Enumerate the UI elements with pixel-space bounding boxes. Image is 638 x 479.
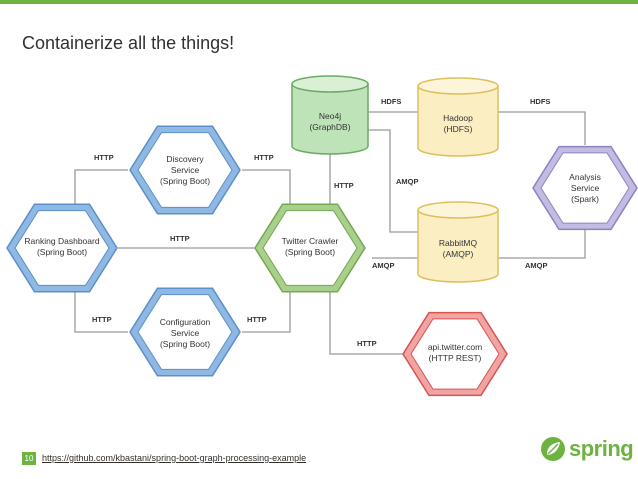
edge-label-crawler-rabbitmq: AMQP (372, 261, 395, 270)
cylinder-top (291, 75, 369, 93)
node-analysis-service: Analysis Service (Spark) (532, 145, 638, 231)
edge-discovery-crawler (242, 169, 291, 208)
cylinder-body (417, 85, 499, 157)
node-rabbitmq: RabbitMQ (AMQP) (417, 201, 499, 283)
node-label-line2: Service (171, 165, 200, 175)
edge-label-hadoop-analysis: HDFS (530, 97, 550, 106)
edge-label-neo4j-hadoop: HDFS (381, 97, 401, 106)
connections (74, 111, 586, 355)
node-twitter-api: api.twitter.com (HTTP REST) (402, 311, 508, 397)
node-label-line3: (Spring Boot) (160, 176, 210, 186)
top-accent-bar (0, 0, 638, 4)
edge-label-crawler-neo4j: HTTP (334, 181, 354, 190)
edge-neo4j-rabbitmq (366, 129, 418, 233)
edge-label-neo4j-rabbitmq: AMQP (396, 177, 419, 186)
node-discovery-service: Discovery Service (Spring Boot) (129, 125, 241, 215)
source-link[interactable]: https://github.com/kbastani/spring-boot-… (42, 453, 307, 463)
slide-footer: 10 https://github.com/kbastani/spring-bo… (22, 451, 306, 465)
node-label-line1: Discovery (166, 154, 204, 164)
page-number: 10 (22, 451, 36, 465)
logo-text: spring (569, 436, 634, 461)
node-label-line1: Ranking Dashboard (24, 236, 99, 246)
node-label-line2: (HDFS) (444, 124, 473, 134)
hex-inner (540, 152, 630, 224)
edge-crawler-twitter (329, 288, 410, 355)
node-twitter-crawler: Twitter Crawler (Spring Boot) (254, 203, 366, 293)
node-label-line1: Hadoop (443, 113, 473, 123)
data-stores: Neo4j (GraphDB) Hadoop (HDFS) RabbitMQ (… (291, 75, 499, 283)
node-label-line1: Configuration (160, 317, 211, 327)
node-configuration-service: Configuration Service (Spring Boot) (129, 287, 241, 377)
edge-configuration-crawler (242, 288, 291, 333)
cylinder-body (417, 209, 499, 283)
cylinder-top (417, 201, 499, 219)
node-label-line2: (Spring Boot) (37, 247, 87, 257)
edge-label-ranking-crawler: HTTP (170, 234, 190, 243)
edge-label-discovery-crawler: HTTP (254, 153, 274, 162)
node-label-line3: (Spring Boot) (160, 339, 210, 349)
node-label-line3: (Spark) (571, 194, 599, 204)
edge-hadoop-analysis (496, 111, 586, 145)
edge-label-crawler-twitter: HTTP (357, 339, 377, 348)
node-ranking-dashboard: Ranking Dashboard (Spring Boot) (6, 203, 118, 293)
node-label-line2: Service (171, 328, 200, 338)
node-label-line1: api.twitter.com (428, 342, 482, 352)
hex-inner (14, 210, 110, 286)
node-label-line2: Service (571, 183, 600, 193)
node-neo4j: Neo4j (GraphDB) (291, 75, 369, 155)
node-label-line2: (AMQP) (443, 249, 474, 259)
edge-ranking-configuration (74, 290, 128, 333)
node-label-line1: RabbitMQ (439, 238, 478, 248)
hex-inner (410, 318, 500, 390)
hex-inner (137, 294, 233, 370)
node-label-line1: Neo4j (319, 111, 341, 121)
hex-inner (262, 210, 358, 286)
service-nodes: Ranking Dashboard (Spring Boot) Discover… (6, 125, 638, 397)
edge-labels: HTTP HTTP HTTP HTTP HTTP HTTP HDFS HDFS … (92, 97, 550, 348)
slide-title: Containerize all the things! (22, 33, 235, 53)
spring-logo: spring (540, 436, 634, 462)
hex-inner (137, 132, 233, 208)
edge-ranking-discovery (74, 169, 128, 208)
node-label-line2: (HTTP REST) (429, 353, 482, 363)
edge-label-configuration-crawler: HTTP (247, 315, 267, 324)
node-label-line2: (Spring Boot) (285, 247, 335, 257)
cylinder-top (417, 77, 499, 95)
node-label-line2: (GraphDB) (309, 122, 350, 132)
spring-leaf-icon (541, 437, 565, 461)
node-label-line1: Analysis (569, 172, 601, 182)
edge-label-ranking-configuration: HTTP (92, 315, 112, 324)
edge-rabbitmq-analysis (496, 230, 586, 259)
edge-label-rabbitmq-analysis: AMQP (525, 261, 548, 270)
node-label-line1: Twitter Crawler (282, 236, 339, 246)
cylinder-body (291, 83, 369, 155)
edge-label-ranking-discovery: HTTP (94, 153, 114, 162)
node-hadoop: Hadoop (HDFS) (417, 77, 499, 157)
